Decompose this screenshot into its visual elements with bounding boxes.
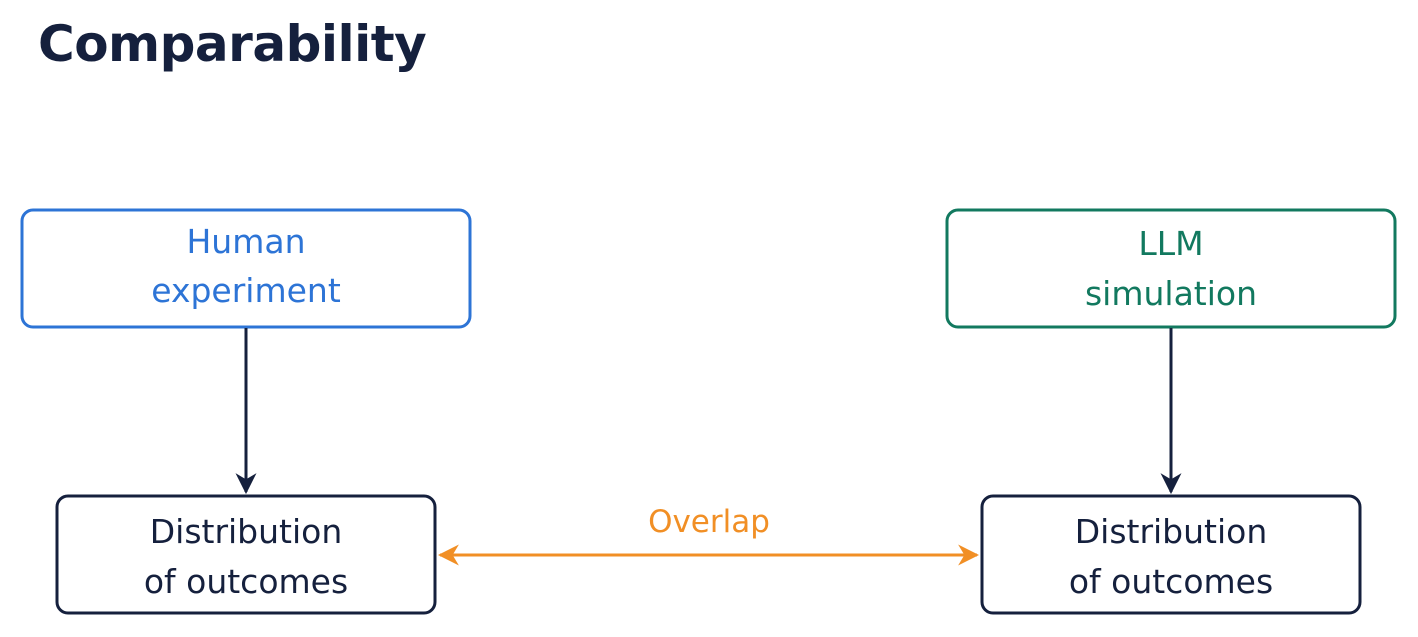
outcome-left-label-line2: of outcomes: [144, 562, 348, 601]
human-experiment-label-line2: experiment: [151, 271, 341, 310]
human-experiment-label-line1: Human: [186, 222, 305, 261]
llm-simulation-label-line1: LLM: [1138, 224, 1203, 263]
outcome-box-right: [980, 494, 1362, 615]
outcome-node-left: Distribution of outcomes: [55, 494, 437, 615]
outcome-right-label-line1: Distribution: [1075, 512, 1268, 551]
outcome-node-right: Distribution of outcomes: [980, 494, 1362, 615]
llm-simulation-node: LLM simulation: [945, 208, 1397, 329]
llm-simulation-box: [945, 208, 1397, 329]
outcome-right-label-line2: of outcomes: [1069, 562, 1273, 601]
outcome-box-left: [55, 494, 437, 615]
overlap-label: Overlap: [648, 504, 770, 540]
human-experiment-box: [20, 208, 472, 329]
page-title: Comparability: [38, 15, 427, 73]
llm-simulation-label-line2: simulation: [1085, 274, 1257, 313]
outcome-left-label-line1: Distribution: [150, 512, 343, 551]
human-experiment-node: Human experiment: [20, 208, 472, 329]
